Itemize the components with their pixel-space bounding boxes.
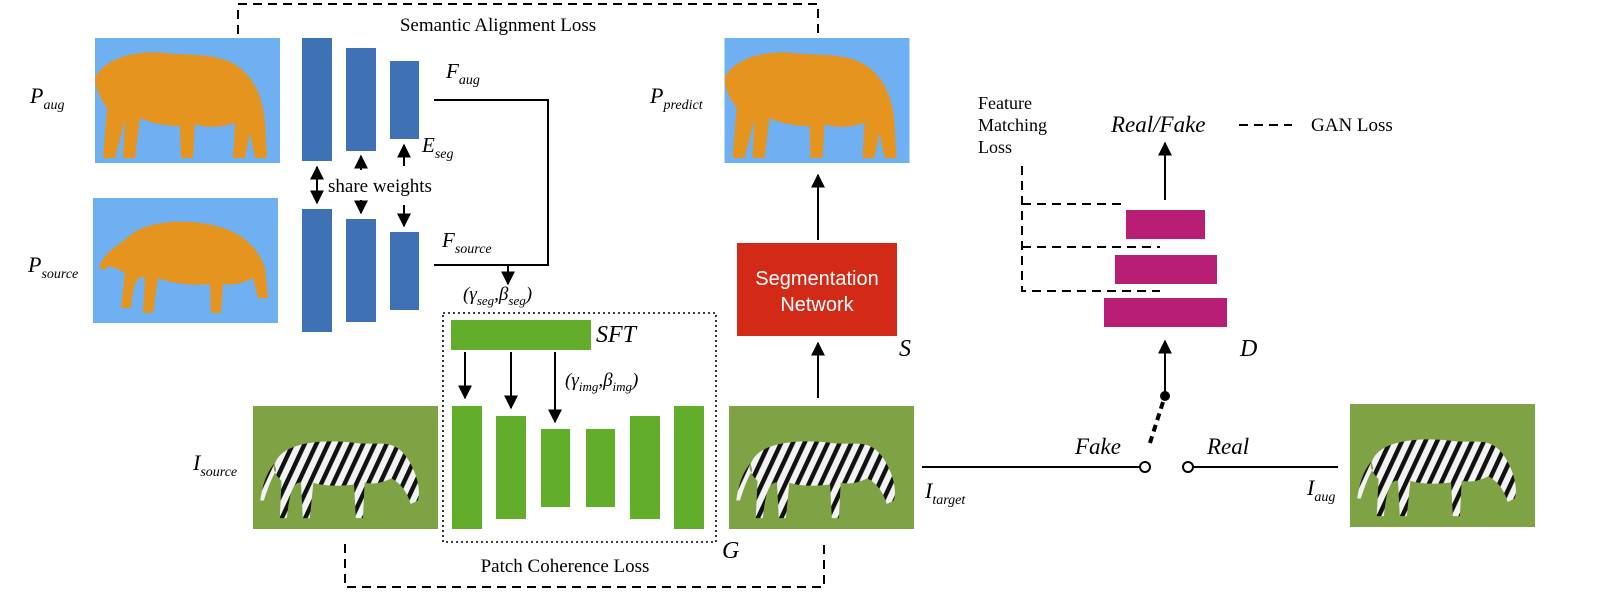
switch-lever [1147, 401, 1165, 447]
p-predict-label: Ppredict [649, 83, 704, 113]
switch-pivot [1160, 391, 1170, 401]
patch-loss-bracket [344, 544, 825, 588]
encoder-bottom-layer-2 [346, 219, 376, 322]
feature-matching-loss-line3: Loss [978, 137, 1012, 157]
real-fake-label: Real/Fake [1110, 112, 1206, 137]
encoder-bottom-layer-3 [390, 232, 419, 310]
d-label: D [1239, 336, 1257, 362]
feature-matching-loss-line1: Feature [978, 93, 1032, 113]
discriminator-layer-1 [1126, 210, 1205, 239]
share-weights-label: share weights [328, 176, 432, 197]
i-source-label: Isource [192, 450, 237, 480]
patch-coherence-loss-label: Patch Coherence Loss [481, 556, 650, 577]
p-source-label: Psource [27, 252, 78, 282]
generator-box [442, 312, 717, 543]
p-source-mask [93, 198, 278, 323]
generator-layer-3 [541, 429, 570, 507]
gamma-beta-img-label: (γimg,βimg) [565, 370, 638, 394]
fake-label: Fake [1074, 434, 1121, 459]
p-aug-label: Paug [29, 83, 64, 113]
encoder-top-layer-2 [346, 48, 376, 151]
real-label: Real [1206, 434, 1249, 459]
generator-layer-2 [496, 416, 526, 519]
semantic-alignment-loss-label: Semantic Alignment Loss [400, 15, 596, 36]
generator-layers [452, 406, 704, 529]
fake-switch-contact [1139, 461, 1151, 473]
segmentation-network-label-line2: Network [780, 294, 854, 316]
f-aug-label: Faug [445, 59, 480, 88]
discriminator-layer-2 [1115, 255, 1217, 284]
p-predict-mask [725, 38, 910, 163]
generator-layer-4 [586, 429, 615, 507]
generator-layer-6 [674, 406, 704, 529]
real-switch-contact [1182, 461, 1194, 473]
gamma-beta-seg-label: (γseg,βseg) [463, 284, 532, 308]
i-target-image [729, 406, 914, 529]
g-label: G [722, 538, 739, 564]
segmentation-network-label-line1: Segmentation [755, 268, 878, 290]
f-source-label: Fsource [441, 228, 492, 257]
encoder-top-layer-1 [302, 38, 332, 161]
generator-layer-1 [452, 406, 482, 529]
encoder-top [302, 38, 419, 161]
gan-loss-label: GAN Loss [1311, 115, 1393, 136]
feature-matching-bracket [1021, 166, 1160, 292]
i-target-label: Itarget [924, 478, 966, 508]
encoder-bottom [302, 209, 419, 332]
i-source-image [253, 406, 438, 529]
i-aug-label: Iaug [1306, 475, 1335, 505]
discriminator-layer-3 [1104, 298, 1227, 327]
e-seg-label: Eseg [421, 133, 454, 162]
generator-layer-5 [630, 416, 660, 519]
f-aug-connector [434, 99, 549, 266]
semantic-loss-bracket [237, 3, 819, 34]
sft-label: SFT [596, 322, 638, 348]
sft-block [451, 320, 591, 350]
encoder-top-layer-3 [390, 61, 419, 139]
s-label: S [899, 336, 911, 362]
p-aug-mask [95, 38, 280, 163]
i-aug-image [1350, 404, 1535, 527]
encoder-bottom-layer-1 [302, 209, 332, 332]
segmentation-network-block [737, 243, 897, 336]
feature-matching-loss-line2: Matching [978, 115, 1047, 135]
